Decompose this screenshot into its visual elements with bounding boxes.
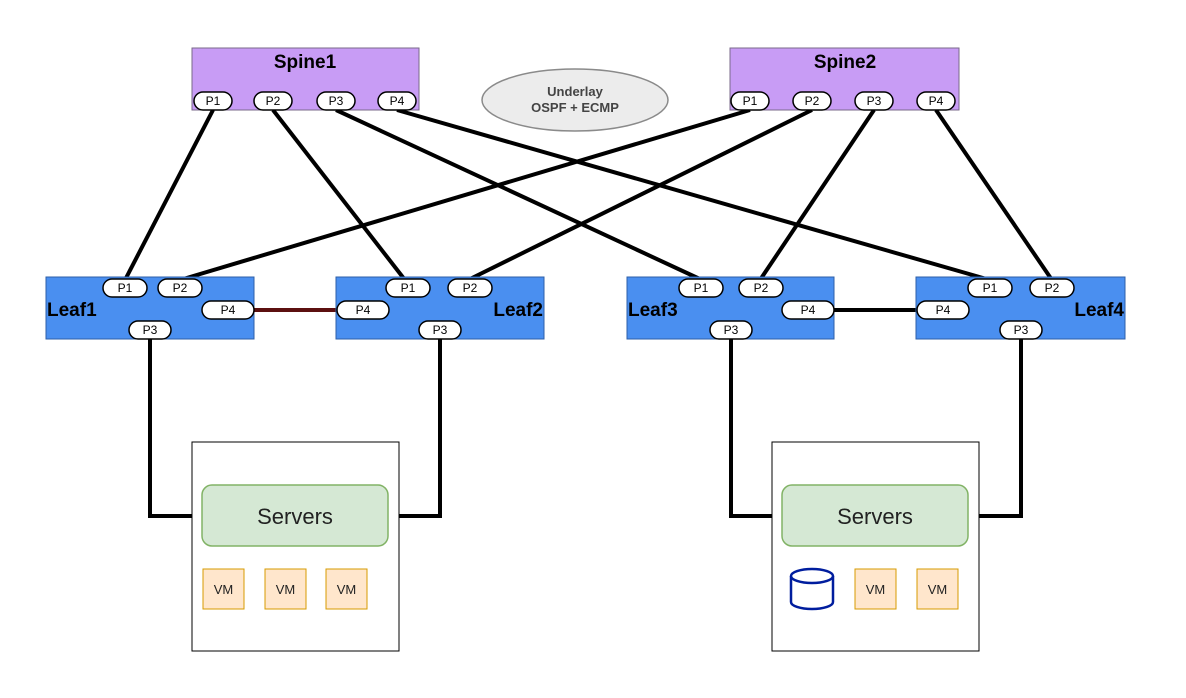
svg-text:VM: VM bbox=[214, 582, 234, 597]
leaf2-port-p4[interactable]: P4 bbox=[336, 300, 390, 320]
link-spine1-p2-leaf2-p1 bbox=[271, 108, 407, 282]
vm-2-1[interactable]: VM bbox=[854, 568, 897, 610]
leaf3-port-p4[interactable]: P4 bbox=[781, 300, 835, 320]
svg-text:P3: P3 bbox=[329, 94, 344, 108]
svg-text:P4: P4 bbox=[929, 94, 944, 108]
spine1-port-p2[interactable]: P2 bbox=[253, 91, 293, 111]
leaf2-port-p2[interactable]: P2 bbox=[447, 278, 493, 298]
leaf4-switch[interactable]: Leaf4 P1 P2 P4 P3 bbox=[915, 276, 1126, 340]
svg-text:P2: P2 bbox=[463, 281, 478, 295]
server-group-2[interactable]: Servers VM VM bbox=[771, 441, 980, 652]
link-leaf2-p3-servers1 bbox=[388, 332, 442, 518]
svg-text:P4: P4 bbox=[221, 303, 236, 317]
leaf1-name: Leaf1 bbox=[47, 300, 97, 321]
leaf4-port-p1[interactable]: P1 bbox=[967, 278, 1013, 298]
leaf4-name: Leaf4 bbox=[1074, 300, 1124, 321]
svg-text:P4: P4 bbox=[390, 94, 405, 108]
spine2-port-p4[interactable]: P4 bbox=[916, 91, 956, 111]
svg-text:P1: P1 bbox=[743, 94, 758, 108]
underlay-ellipse bbox=[481, 68, 669, 132]
link-spine2-p3-leaf3-p2 bbox=[758, 108, 876, 282]
link-spine2-p4-leaf4-p2 bbox=[934, 108, 1054, 282]
svg-text:P3: P3 bbox=[143, 323, 158, 337]
leaf1-port-p2[interactable]: P2 bbox=[157, 278, 203, 298]
spine2-port-p1[interactable]: P1 bbox=[730, 91, 770, 111]
svg-text:P2: P2 bbox=[266, 94, 281, 108]
links bbox=[123, 108, 1054, 518]
svg-text:P2: P2 bbox=[754, 281, 769, 295]
spine1-switch[interactable]: Spine1 P1 P2 P3 P4 bbox=[191, 47, 420, 111]
link-leaf1-p3-servers1 bbox=[148, 332, 202, 518]
leaf1-port-p4[interactable]: P4 bbox=[201, 300, 255, 320]
svg-text:P2: P2 bbox=[173, 281, 188, 295]
spine2-switch[interactable]: Spine2 P1 P2 P3 P4 bbox=[729, 47, 960, 111]
svg-text:P1: P1 bbox=[694, 281, 709, 295]
servers-2-box[interactable] bbox=[781, 484, 969, 547]
vm-2-2[interactable]: VM bbox=[916, 568, 959, 610]
svg-text:P3: P3 bbox=[1014, 323, 1029, 337]
leaf3-name: Leaf3 bbox=[628, 300, 678, 321]
svg-text:VM: VM bbox=[928, 582, 948, 597]
servers-2-label: Servers bbox=[837, 504, 913, 529]
svg-text:P1: P1 bbox=[983, 281, 998, 295]
leaf3-port-p3[interactable]: P3 bbox=[709, 320, 753, 340]
spine2-port-p2[interactable]: P2 bbox=[792, 91, 832, 111]
spine1-port-p1[interactable]: P1 bbox=[193, 91, 233, 111]
svg-text:P2: P2 bbox=[805, 94, 820, 108]
svg-text:VM: VM bbox=[276, 582, 296, 597]
vm-1-2[interactable]: VM bbox=[264, 568, 307, 610]
underlay-line2: OSPF + ECMP bbox=[531, 100, 619, 115]
leaf4-port-p4[interactable]: P4 bbox=[916, 300, 970, 320]
link-spine2-p2-leaf2-p2 bbox=[467, 108, 813, 282]
leaf3-port-p2[interactable]: P2 bbox=[738, 278, 784, 298]
underlay-line1: Underlay bbox=[547, 84, 603, 99]
leaf2-name: Leaf2 bbox=[493, 300, 543, 321]
svg-text:P1: P1 bbox=[401, 281, 416, 295]
link-spine1-p1-leaf1-p1 bbox=[123, 109, 215, 281]
servers-1-box[interactable] bbox=[201, 484, 389, 547]
leaf4-port-p2[interactable]: P2 bbox=[1029, 278, 1075, 298]
leaf4-port-p3[interactable]: P3 bbox=[999, 320, 1043, 340]
svg-text:P3: P3 bbox=[724, 323, 739, 337]
spine1-name: Spine1 bbox=[274, 52, 337, 73]
leaf1-switch[interactable]: Leaf1 P1 P2 P4 P3 bbox=[45, 276, 255, 340]
leaf2-port-p3[interactable]: P3 bbox=[418, 320, 462, 340]
storage-icon[interactable] bbox=[789, 567, 835, 611]
link-spine1-p4-leaf4-p1 bbox=[396, 108, 991, 282]
spine1-port-p3[interactable]: P3 bbox=[316, 91, 356, 111]
leaf3-switch[interactable]: Leaf3 P1 P2 P4 P3 bbox=[626, 276, 835, 340]
link-leaf4-p3-servers2 bbox=[968, 332, 1023, 518]
spine2-port-p3[interactable]: P3 bbox=[854, 91, 894, 111]
svg-text:P2: P2 bbox=[1045, 281, 1060, 295]
svg-text:P1: P1 bbox=[206, 94, 221, 108]
servers-1-label: Servers bbox=[257, 504, 333, 529]
leaf2-switch[interactable]: Leaf2 P1 P2 P4 P3 bbox=[335, 276, 545, 340]
spine1-port-p4[interactable]: P4 bbox=[377, 91, 417, 111]
leaf3-port-p1[interactable]: P1 bbox=[678, 278, 724, 298]
svg-text:P3: P3 bbox=[433, 323, 448, 337]
link-leaf3-p3-servers2 bbox=[729, 332, 782, 518]
svg-text:P4: P4 bbox=[801, 303, 816, 317]
svg-text:VM: VM bbox=[337, 582, 357, 597]
svg-text:P4: P4 bbox=[356, 303, 371, 317]
leaf2-port-p1[interactable]: P1 bbox=[385, 278, 431, 298]
leaf1-port-p1[interactable]: P1 bbox=[102, 278, 148, 298]
spine2-name: Spine2 bbox=[814, 52, 876, 73]
svg-text:VM: VM bbox=[866, 582, 886, 597]
link-spine2-p1-leaf1-p2 bbox=[179, 108, 751, 282]
svg-text:P1: P1 bbox=[118, 281, 133, 295]
vm-1-3[interactable]: VM bbox=[325, 568, 368, 610]
svg-text:P3: P3 bbox=[867, 94, 882, 108]
vm-1-1[interactable]: VM bbox=[202, 568, 245, 610]
underlay-annotation: Underlay OSPF + ECMP bbox=[481, 68, 669, 132]
leaf1-port-p3[interactable]: P3 bbox=[128, 320, 172, 340]
link-spine1-p3-leaf3-p1 bbox=[335, 108, 703, 282]
server-group-1[interactable]: Servers VM VM VM bbox=[191, 441, 400, 652]
svg-text:P4: P4 bbox=[936, 303, 951, 317]
